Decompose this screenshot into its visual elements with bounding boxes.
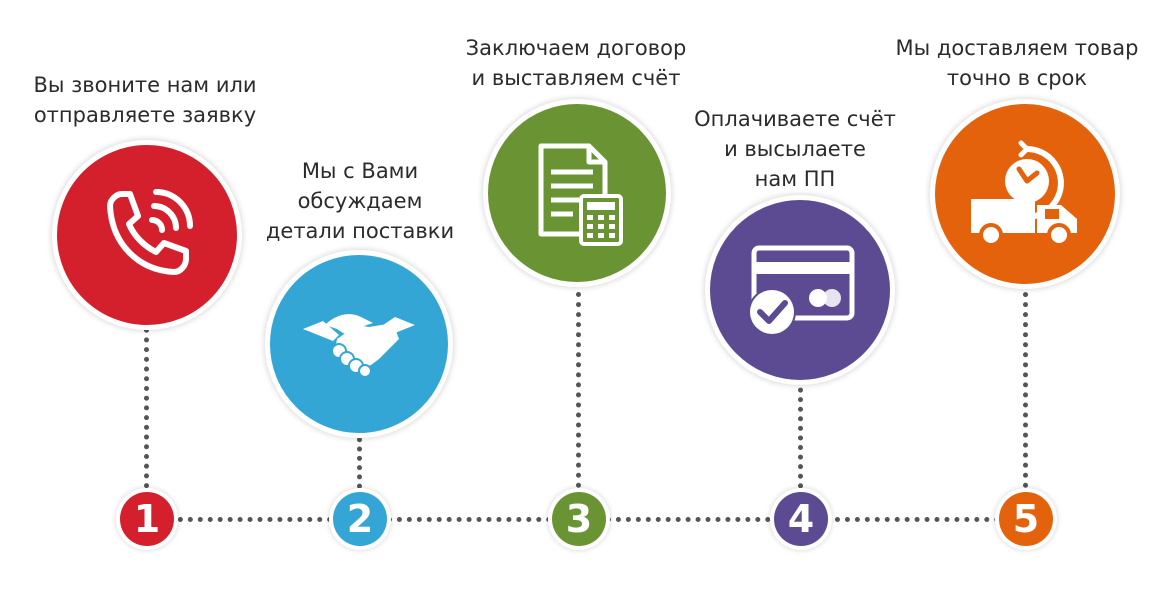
step-3-line-1: Заключаем договор — [465, 36, 687, 60]
step-5-caption: Мы доставляем товар точно в срок — [872, 33, 1162, 93]
step-2-caption: Мы с Вами обсуждаем детали поставки — [230, 156, 490, 246]
step-4-line-1: Оплачиваете счёт — [694, 107, 896, 131]
step-1-line-1: Вы звоните нам или — [33, 73, 257, 97]
connector-3 — [576, 282, 581, 498]
contract-calculator-icon — [538, 143, 623, 246]
step-2-line-2: обсуждаем — [297, 189, 423, 213]
step-2-circle — [270, 255, 448, 433]
connector-4 — [798, 378, 803, 498]
step-3-number: 3 — [552, 492, 606, 546]
step-4-line-2: и высылаете — [724, 137, 866, 161]
connector-5 — [1023, 272, 1028, 498]
step-4-caption: Оплачиваете счёт и высылаете нам ПП — [670, 104, 920, 194]
step-5-line-2: точно в срок — [946, 66, 1088, 90]
step-4-line-3: нам ПП — [754, 167, 836, 191]
step-2-number: 2 — [333, 492, 387, 546]
step-3-circle — [488, 104, 666, 282]
step-1-caption: Вы звоните нам или отправляете заявку — [0, 70, 290, 130]
credit-card-check-icon — [748, 245, 855, 336]
handshake-icon — [303, 314, 415, 378]
step-3-caption: Заключаем договор и выставляем счёт — [436, 33, 716, 93]
step-2-line-3: детали поставки — [265, 219, 455, 243]
connector-1 — [144, 318, 149, 498]
connector-2 — [357, 428, 362, 498]
step-4-number: 4 — [774, 492, 828, 546]
step-1-line-2: отправляете заявку — [33, 103, 257, 127]
phone-icon — [107, 189, 193, 275]
delivery-truck-clock-icon — [971, 140, 1077, 247]
step-5-circle — [935, 104, 1115, 284]
step-1-circle — [57, 145, 237, 325]
step-5-line-1: Мы доставляем товар — [895, 36, 1139, 60]
step-3-line-2: и выставляем счёт — [471, 66, 681, 90]
step-1-number: 1 — [120, 492, 174, 546]
step-5-number: 5 — [999, 492, 1053, 546]
step-2-line-1: Мы с Вами — [301, 159, 419, 183]
step-4-circle — [710, 200, 890, 380]
